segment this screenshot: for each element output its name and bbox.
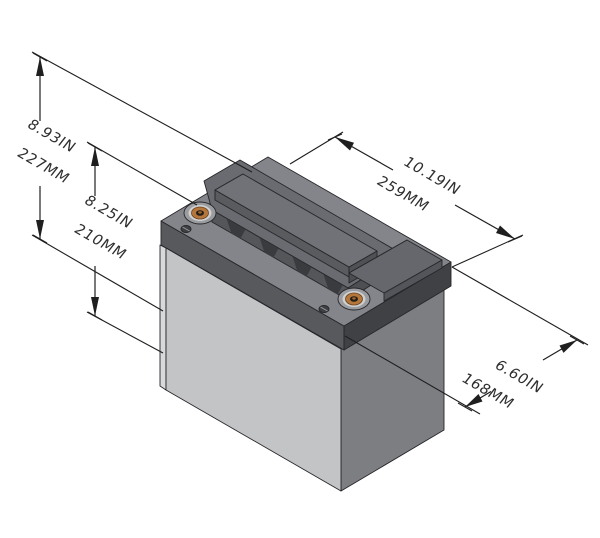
dimension-tick (87, 311, 103, 321)
battery-spine-top-face (214, 173, 378, 268)
dimension-tick (87, 142, 103, 152)
battery-corner-block-top-face (348, 239, 443, 294)
battery-drawing (159, 156, 452, 492)
extension-line (31, 51, 253, 173)
deck-vent-notch (259, 237, 279, 258)
deck-vent-notch (292, 256, 312, 277)
screw-right (318, 304, 330, 314)
arrowhead-up-icon (91, 147, 99, 166)
arrowhead-downleft-icon (465, 394, 483, 407)
screw-slot (320, 306, 328, 312)
battery-terminal-right (337, 287, 371, 311)
terminal-pin (352, 297, 356, 300)
extension-line (31, 234, 164, 312)
arrowhead-upleft-icon (335, 137, 354, 151)
extension-line (451, 266, 589, 346)
dimension-tick (569, 335, 585, 345)
screw-slot (182, 226, 190, 232)
dimension-tick (507, 235, 523, 243)
arrowhead-upright-icon (559, 340, 577, 353)
dimension-tick (327, 133, 343, 141)
battery-terminal-left (183, 201, 217, 225)
deck-vent-notch (323, 274, 343, 295)
arrowhead-down-icon (36, 220, 44, 239)
battery-body-front-face (165, 247, 342, 492)
arrowhead-up-icon (36, 57, 44, 76)
dimension-tick (457, 402, 473, 412)
terminal-pin (198, 211, 202, 214)
dimension-tick (32, 52, 48, 62)
dimension-tick (32, 234, 48, 244)
screw-left (180, 224, 192, 234)
extension-line (86, 141, 198, 206)
battery-body-left-edge (159, 244, 167, 391)
arrowhead-down-icon (91, 297, 99, 316)
extension-line (344, 335, 481, 415)
arrowhead-downright-icon (496, 225, 515, 239)
deck-vent-notch (226, 218, 246, 239)
